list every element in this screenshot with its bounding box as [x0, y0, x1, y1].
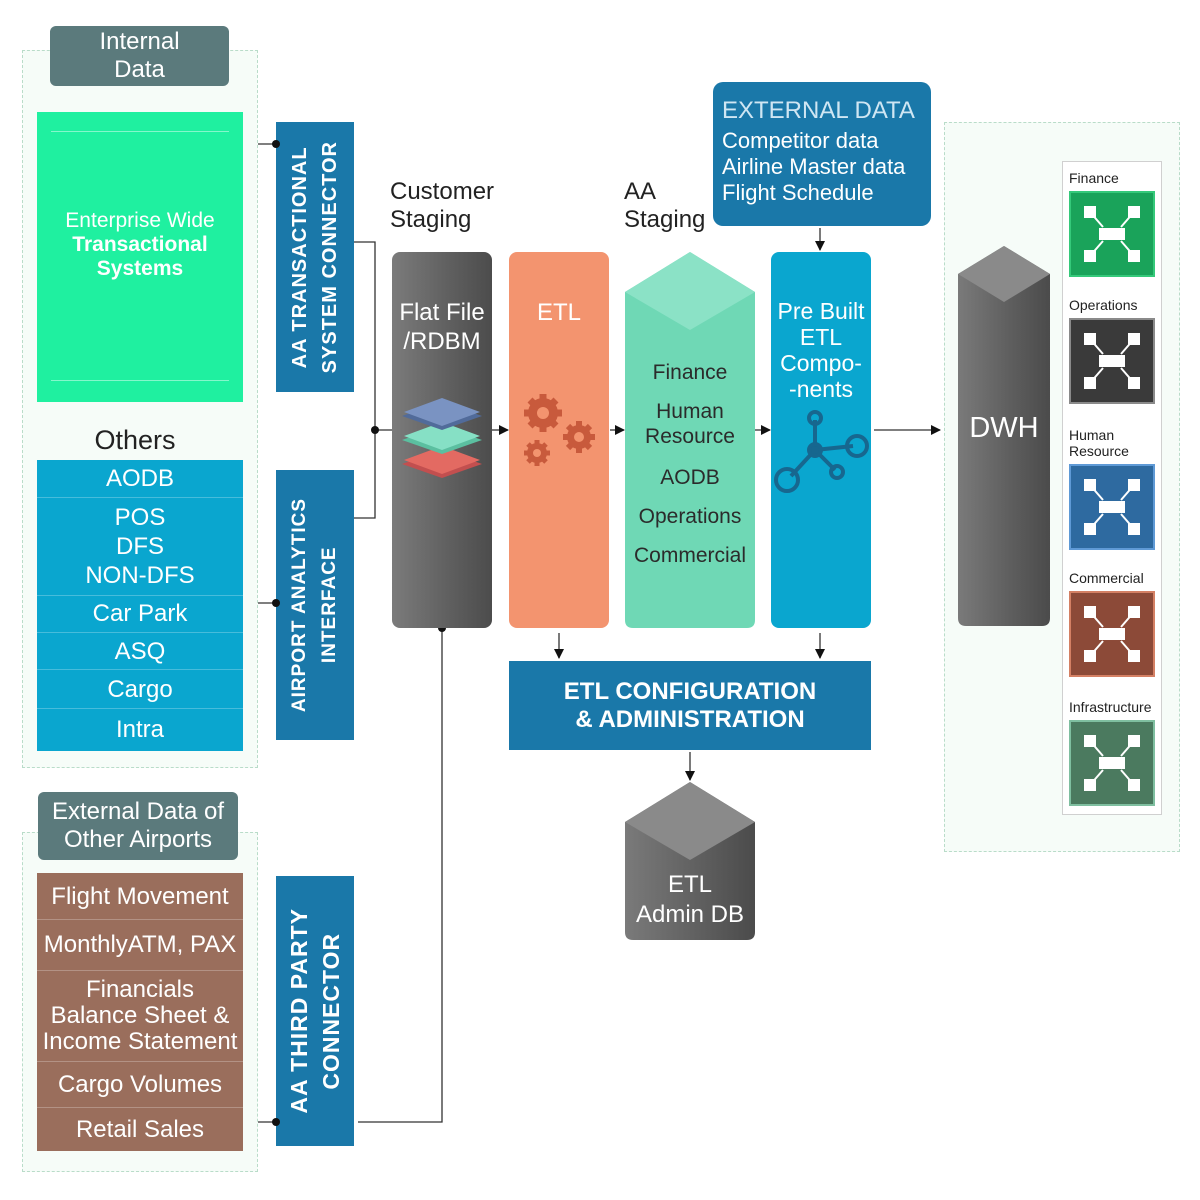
enterprise-line2: Transactional: [72, 233, 208, 256]
etl-config-line1: ETL CONFIGURATION: [563, 677, 817, 705]
module-operations: [1069, 318, 1155, 404]
list-item: Car Park: [37, 596, 243, 634]
network-icon: [774, 410, 869, 493]
schema-icon: [1084, 606, 1140, 662]
schema-icon: [1084, 735, 1140, 791]
schema-icon: [1084, 479, 1140, 535]
list-item: AODB: [37, 460, 243, 499]
aa-staging-item: Finance: [652, 361, 728, 384]
external-airports-list: Flight Movement MonthlyATM, PAX Financia…: [37, 873, 243, 1151]
internal-tag-line2: Data: [114, 56, 165, 83]
customer-staging-heading: Customer Staging: [390, 178, 495, 233]
module-label: Operations: [1069, 297, 1138, 313]
list-item: Financials Balance Sheet & Income Statem…: [37, 971, 243, 1063]
customer-staging-column: Flat File /RDBM: [392, 252, 492, 628]
module-label: Finance: [1069, 170, 1119, 186]
module-label: Infrastructure: [1069, 699, 1152, 715]
external-data-title: EXTERNAL DATA: [722, 97, 915, 124]
others-list: AODB POS DFS NON-DFS Car Park ASQ Cargo …: [37, 460, 243, 751]
others-heading: Others: [94, 425, 176, 455]
transactional-connector: AA TRANSACTIONAL SYSTEM CONNECTOR: [276, 122, 354, 392]
etl-admin-db-cylinder: [625, 782, 755, 940]
external-airports-tag-line2: Other Airports: [63, 826, 213, 853]
aa-staging-cylinder: [625, 252, 755, 628]
etl-label: ETL: [536, 299, 581, 326]
external-data-box: EXTERNAL DATA Competitor data Airline Ma…: [713, 82, 931, 226]
etl-config-box: ETL CONFIGURATION & ADMINISTRATION: [509, 661, 871, 750]
enterprise-systems-box: Enterprise Wide Transactional Systems: [37, 112, 243, 402]
module-finance: [1069, 191, 1155, 277]
etl-admin-db-label: ETL Admin DB: [635, 871, 745, 928]
aa-staging-item: AODB: [660, 466, 720, 489]
list-item: MonthlyATM, PAX: [37, 920, 243, 971]
module-label: Commercial: [1069, 570, 1144, 586]
list-item: POS DFS NON-DFS: [37, 498, 243, 596]
enterprise-line1: Enterprise Wide: [65, 209, 215, 232]
aa-staging-item: Resource: [645, 425, 735, 448]
schema-icon: [1084, 333, 1140, 389]
analytics-interface: AIRPORT ANALYTICS INTERFACE: [276, 470, 354, 740]
external-data-item: Airline Master data: [722, 154, 906, 179]
third-party-connector: AA THIRD PARTY CONNECTOR: [276, 876, 354, 1146]
aa-staging-item: Operations: [638, 505, 742, 528]
list-item: ASQ: [37, 633, 243, 671]
module-commercial: [1069, 591, 1155, 677]
flat-file-label: Flat File /RDBM: [399, 299, 485, 355]
prebuilt-label: Pre Built ETL Compo- -nents: [777, 298, 865, 402]
dwh-label: DWH: [969, 412, 1039, 444]
internal-tag-line1: Internal: [99, 28, 180, 55]
external-airports-tag-line1: External Data of: [51, 798, 225, 825]
list-item: Flight Movement: [37, 873, 243, 921]
etl-config-line2: & ADMINISTRATION: [575, 705, 805, 733]
aa-staging-item: Human: [656, 400, 724, 423]
external-data-item: Flight Schedule: [722, 180, 874, 205]
prebuilt-column: Pre Built ETL Compo- -nents: [771, 252, 871, 628]
layers-icon: [402, 398, 482, 478]
module-human-resource: [1069, 464, 1155, 550]
external-data-item: Competitor data: [722, 128, 879, 153]
list-item: Cargo: [37, 670, 243, 709]
aa-staging-item: Commercial: [633, 544, 746, 567]
list-item: Cargo Volumes: [37, 1062, 243, 1108]
dwh-cylinder: [958, 246, 1050, 626]
aa-staging-heading: AA Staging: [624, 178, 706, 233]
etl-column: ETL: [509, 252, 609, 628]
enterprise-divider-bottom: [51, 380, 229, 381]
aa-staging-items: Finance Human Resource AODB Operations C…: [625, 360, 755, 568]
external-airports-tag: External Data of Other Airports: [38, 792, 238, 860]
enterprise-line3: Systems: [96, 257, 184, 280]
module-infrastructure: [1069, 720, 1155, 806]
gears-icon: [524, 394, 595, 466]
internal-data-tag: Internal Data: [50, 26, 229, 86]
enterprise-divider-top: [51, 131, 229, 132]
schema-icon: [1084, 206, 1140, 262]
module-label: Human Resource: [1069, 427, 1129, 459]
list-item: Intra: [115, 716, 165, 744]
list-item: Retail Sales: [75, 1115, 205, 1143]
